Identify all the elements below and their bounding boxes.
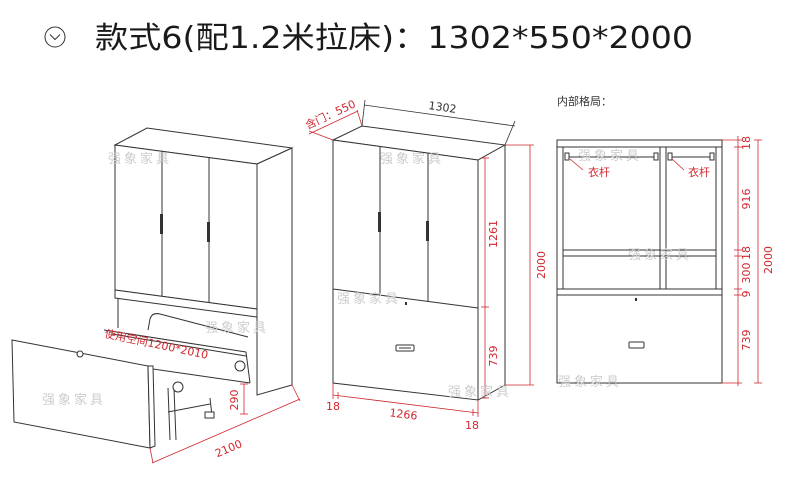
dimension-total-height: 2000 (505, 144, 548, 386)
rod-bracket (709, 152, 715, 161)
door-handle (207, 222, 210, 242)
interior-view: 内部格局： 衣杆 衣杆 18 916 (556, 94, 775, 386)
cabinet-bed-frame-rail (114, 289, 258, 318)
bed-front-panel-edge (147, 365, 156, 449)
total-height-label: 2000 (535, 251, 548, 279)
dimension-bed-length: 2100 (149, 384, 301, 464)
dimension-interior-total: 2000 (754, 139, 775, 384)
watermark: 强象家具 (380, 151, 444, 167)
front-view: 含门：550 1302 1261 739 2000 (303, 97, 548, 432)
watermark: 强象家具 (42, 392, 106, 408)
top-panel-label: 18 (740, 136, 753, 150)
circle-chevron-down-icon (44, 26, 66, 48)
watermark: 强象家具 (205, 320, 269, 336)
page-title: 款式6(配1.2米拉床)：1302*550*2000 (95, 21, 693, 56)
lower-height-label: 739 (487, 346, 500, 367)
cabinet-front (332, 139, 479, 401)
dimension-bed-height: 290 (228, 383, 248, 415)
watermark: 强象家具 (578, 148, 642, 164)
bed-hinge (234, 360, 246, 372)
header: 款式6(配1.2米拉床)：1302*550*2000 (44, 21, 693, 56)
door-handle (426, 221, 429, 241)
dimension-lower-height: 739 (481, 307, 500, 399)
watermark: 强象家具 (108, 151, 172, 167)
cabinet-side (256, 147, 293, 396)
watermark: 强象家具 (558, 374, 622, 390)
right-panel-label: 18 (465, 419, 479, 432)
bed-length-label: 2100 (213, 437, 244, 460)
door-handle (160, 214, 163, 234)
bed-foot (204, 411, 215, 419)
bed-frame-bottom-rail (145, 367, 251, 384)
rod-bracket (653, 152, 659, 161)
watermark: 强象家具 (337, 291, 401, 307)
panel-knob (76, 350, 84, 358)
watermarks: 强象家具 强象家具 强象家具 强象家具 强象家具 强象家具 强象家具 强象家具 … (42, 148, 692, 408)
bed-hinge (172, 381, 184, 393)
lower-section-label: 739 (740, 330, 753, 351)
rod-label-right: 衣杆 (688, 165, 710, 179)
upper-height-label: 1261 (487, 220, 500, 248)
watermark: 强象家具 (628, 247, 692, 263)
dimension-width: 1302 (361, 99, 516, 146)
bed-frame-top-rail (103, 329, 247, 353)
bed-frame-top-rail-inner (111, 333, 247, 357)
bed-panel-handle (628, 341, 645, 349)
inner-width-label: 1266 (389, 406, 418, 422)
isometric-view: 2100 290 使用空间1200*2010 (11, 127, 301, 464)
bed-head-bar (147, 313, 249, 338)
bed-frame-end (245, 351, 251, 384)
center-divider (659, 146, 667, 290)
depth-label: 含门：550 (303, 97, 358, 133)
gap-label: 9 (740, 291, 753, 298)
width-label: 1302 (428, 99, 458, 116)
interior-total-height-label: 2000 (762, 246, 775, 274)
interior-title: 内部格局： (557, 94, 612, 108)
bed-panel-top-line (332, 288, 479, 309)
bed-leg (167, 387, 171, 441)
shelf-label: 18 (740, 246, 753, 260)
watermark: 强象家具 (448, 384, 512, 400)
rod-label-left: 衣杆 (588, 165, 610, 179)
dimension-interior-sections: 18 916 18 300 9 739 (722, 136, 753, 386)
bed-leg (173, 388, 177, 441)
rod-bracket (667, 152, 673, 161)
dimension-upper-height: 1261 (481, 157, 500, 308)
bed-leg-brace (167, 403, 211, 413)
upper-section-label: 916 (740, 189, 753, 210)
bed-panel-lock (635, 298, 637, 301)
compartment-label: 300 (740, 263, 753, 284)
dimension-bottom-width: 18 1266 18 (326, 383, 479, 432)
door-handle (378, 212, 381, 232)
bed-panel-lock (405, 302, 407, 305)
rod-leader-right (671, 158, 685, 171)
left-panel-label: 18 (326, 400, 340, 413)
bed-height-label: 290 (228, 390, 241, 411)
rod-bracket (564, 152, 570, 161)
cabinet-front-upper (114, 144, 258, 310)
rod-leader-left (569, 158, 584, 171)
